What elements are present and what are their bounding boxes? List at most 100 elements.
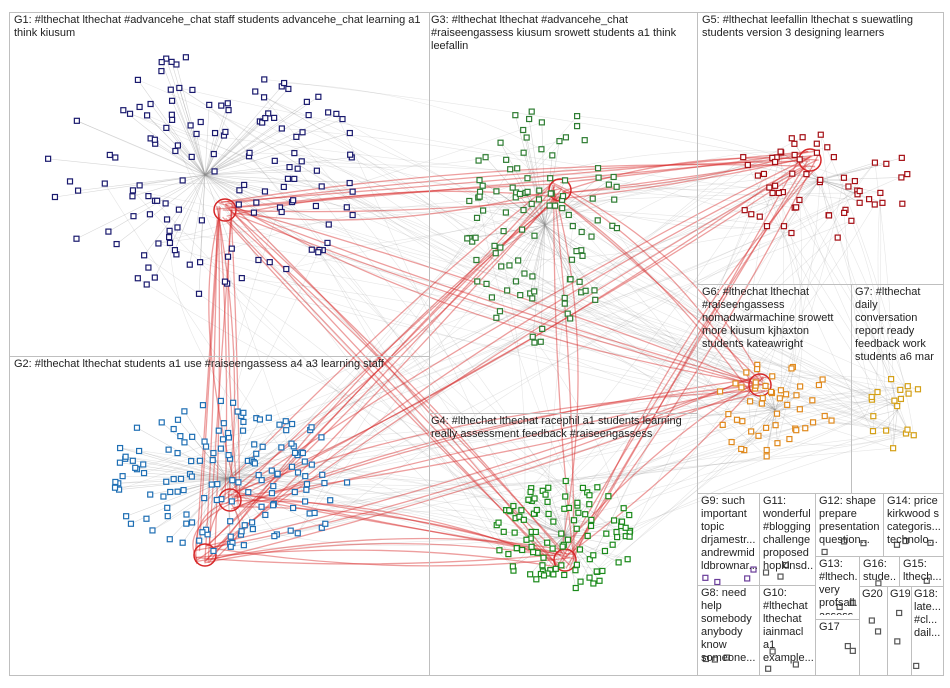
- edge-inter-group: [132, 190, 792, 369]
- edge-hub-red: [568, 168, 816, 569]
- node-g2: [149, 527, 156, 534]
- node-g1: [172, 147, 179, 155]
- node-g5: [898, 174, 905, 181]
- edge-hub-red: [195, 553, 562, 565]
- node-g5: [766, 184, 773, 191]
- node-g3: [475, 157, 482, 164]
- node-g6: [716, 388, 724, 395]
- edge-intra-g7: [873, 409, 898, 417]
- edge-intra-g5: [799, 179, 821, 201]
- node-g3: [567, 315, 574, 322]
- node-g5: [856, 199, 863, 206]
- edge-intra-g5: [759, 179, 821, 217]
- node-g3: [613, 224, 621, 232]
- node-g4: [523, 536, 530, 543]
- node-g2: [201, 438, 208, 445]
- node-g3: [565, 211, 572, 219]
- node-g3: [562, 134, 570, 141]
- edge-hub-red: [553, 189, 575, 556]
- edge-inter-group: [831, 420, 908, 430]
- node-g5: [788, 229, 795, 237]
- node-g2: [181, 439, 188, 446]
- node-g2: [119, 473, 126, 480]
- edge-inter-group: [261, 456, 767, 486]
- node-g4: [620, 505, 627, 512]
- node-g6: [725, 410, 732, 418]
- edge-inter-group: [253, 461, 590, 560]
- node-g6: [784, 401, 791, 408]
- edge-hub-red: [225, 160, 810, 205]
- edge-intra-g3: [523, 152, 546, 226]
- node-g5: [803, 171, 810, 178]
- node-g4: [587, 522, 595, 530]
- node-g1: [143, 112, 151, 119]
- edge-intra-g1: [189, 174, 206, 265]
- edge-hub-red: [225, 217, 558, 570]
- node-g10: [769, 648, 776, 655]
- node-g5: [871, 159, 879, 166]
- edge-inter-group: [318, 252, 617, 533]
- edge-inter-group: [230, 376, 773, 548]
- node-g6: [788, 365, 795, 372]
- node-g1: [129, 193, 136, 200]
- edge-inter-group: [780, 152, 784, 391]
- edge-inter-group: [256, 404, 788, 455]
- node-g1: [278, 125, 285, 132]
- edge-intra-g3: [544, 177, 599, 226]
- node-g1: [134, 76, 142, 83]
- edge-inter-group: [532, 276, 766, 387]
- edge-intra-g6: [774, 408, 800, 411]
- node-g3: [497, 139, 504, 146]
- node-g4: [519, 546, 526, 554]
- node-g1: [163, 216, 171, 223]
- node-g3: [552, 202, 559, 209]
- node-g1: [113, 240, 120, 248]
- edge-intra-g3: [544, 224, 571, 280]
- edge-inter-group: [791, 138, 909, 394]
- edge-intra-g2: [119, 478, 228, 490]
- edge-inter-group: [520, 294, 872, 398]
- edge-intra-g2: [227, 463, 256, 479]
- edge-intra-g2: [205, 478, 228, 530]
- edge-inter-group: [608, 163, 887, 190]
- node-g4: [576, 546, 584, 553]
- node-g9: [744, 575, 751, 582]
- node-g2: [235, 479, 242, 486]
- edge-hub-red: [195, 537, 570, 563]
- edge-hub-red: [207, 185, 551, 547]
- node-g4: [500, 528, 507, 535]
- edge-inter-group: [311, 220, 852, 428]
- edge-inter-group: [346, 203, 532, 214]
- edge-intra-g3: [544, 224, 577, 252]
- edge-intra-g4: [517, 534, 566, 549]
- node-g3: [605, 181, 612, 188]
- edge-inter-group: [589, 420, 743, 496]
- node-g6: [802, 425, 809, 432]
- edge-intra-g6: [740, 409, 776, 450]
- edge-intra-g4: [547, 501, 566, 536]
- edge-hub-red: [216, 205, 236, 502]
- edge-inter-group: [756, 204, 875, 370]
- node-g19: [894, 638, 901, 645]
- node-g1: [346, 129, 353, 137]
- node-g3: [538, 146, 545, 153]
- edge-inter-group: [179, 87, 721, 392]
- edge-intra-g2: [227, 478, 253, 523]
- node-g6: [793, 392, 800, 399]
- edge-inter-group: [216, 180, 566, 501]
- node-g2: [268, 467, 275, 474]
- node-g2: [227, 533, 234, 540]
- node-g3: [524, 188, 531, 195]
- edge-intra-g1: [177, 145, 206, 176]
- node-g1: [171, 247, 179, 254]
- node-g2: [122, 453, 129, 460]
- node-g1: [290, 197, 297, 204]
- node-g12: [860, 540, 867, 547]
- node-g4: [614, 533, 621, 541]
- node-g4: [550, 571, 557, 578]
- edge-inter-group: [550, 193, 738, 420]
- node-g1: [285, 85, 292, 93]
- node-g2: [112, 478, 119, 486]
- node-g1: [246, 149, 253, 156]
- edge-inter-group: [229, 157, 777, 459]
